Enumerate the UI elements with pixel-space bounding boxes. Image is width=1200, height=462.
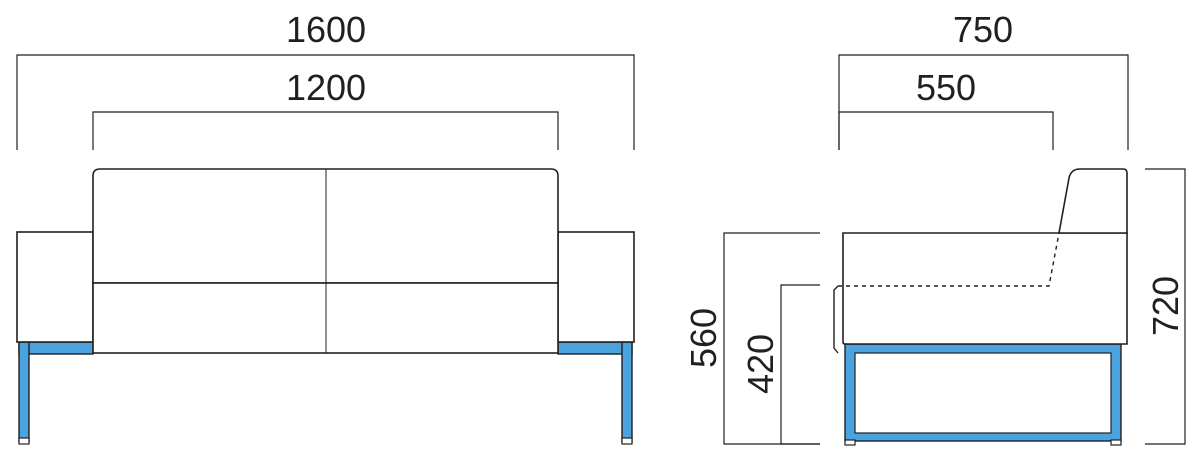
side-overall-depth-dimension: 750 xyxy=(838,9,1129,150)
side-overall-height-label: 720 xyxy=(1145,276,1186,336)
front-frame-right-rail xyxy=(557,341,633,355)
side-armrest-body xyxy=(842,232,1128,345)
side-seat-depth-label: 550 xyxy=(916,67,976,108)
side-overall-height-dimension: 720 xyxy=(1145,168,1186,445)
front-seat-width-bracket xyxy=(92,111,559,150)
front-frame-left-rail xyxy=(18,341,94,355)
front-right-armrest xyxy=(557,231,635,343)
side-seat-depth-bracket xyxy=(838,111,1054,150)
front-frame-right-outer-leg xyxy=(621,341,633,443)
side-armrest-height-dimension: 560 xyxy=(683,232,820,445)
front-frame-left-outer-leg xyxy=(18,341,30,443)
front-view: 1600 1200 xyxy=(16,9,635,445)
side-seat-height-dimension: 420 xyxy=(740,284,820,445)
front-seat-width-label: 1200 xyxy=(286,67,366,108)
side-overall-depth-label: 750 xyxy=(953,9,1013,50)
side-rear-foot xyxy=(1110,439,1122,446)
front-left-foot xyxy=(18,437,30,445)
front-base-frame xyxy=(18,341,633,445)
front-seat-width-dimension: 1200 xyxy=(92,67,559,150)
front-left-armrest xyxy=(16,231,94,343)
side-base-frame xyxy=(844,343,1122,446)
side-seat-height-bracket xyxy=(780,284,820,445)
side-seat-height-label: 420 xyxy=(740,334,781,394)
front-right-foot xyxy=(621,437,633,445)
front-overall-width-dimension: 1600 xyxy=(16,9,635,150)
side-armrest-height-label: 560 xyxy=(683,308,724,368)
side-overall-depth-bracket xyxy=(838,54,1129,150)
side-front-foot xyxy=(844,439,856,446)
side-overall-height-bracket xyxy=(1145,168,1186,445)
side-armrest-height-bracket xyxy=(723,232,820,445)
side-frame-opening xyxy=(854,352,1112,434)
front-overall-width-label: 1600 xyxy=(286,9,366,50)
side-seat-cushion-front-edge xyxy=(833,285,839,354)
side-backrest xyxy=(1058,168,1128,234)
side-view: 750 550 560 420 720 xyxy=(683,9,1186,446)
front-overall-width-bracket xyxy=(16,54,635,150)
side-seat-depth-dimension: 550 xyxy=(838,67,1054,150)
side-hidden-seat-line xyxy=(838,232,1060,287)
